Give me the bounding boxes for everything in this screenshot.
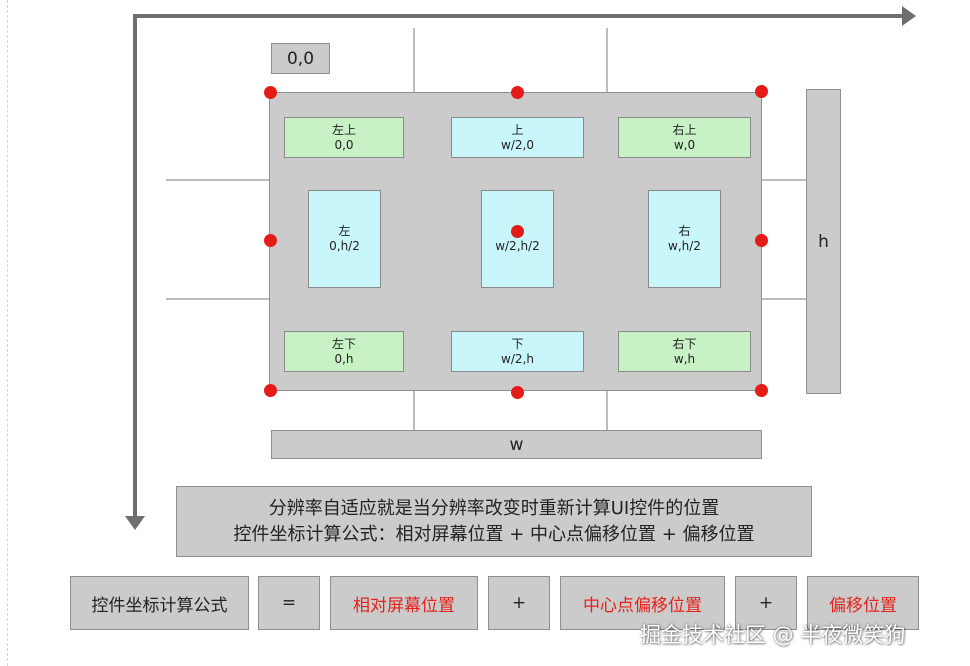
watermark-text: 掘金技术社区 @ 半夜微笑狗 [640, 623, 906, 647]
width-bar: w [271, 430, 762, 459]
anchor-right: 右 w,h/2 [648, 190, 721, 288]
anchor-top: 上 w/2,0 [451, 117, 584, 158]
formula-term-screen-position: 相对屏幕位置 [353, 595, 455, 616]
anchor-bottom-name: 下 [511, 336, 524, 351]
y-axis-arrowhead [125, 516, 145, 530]
anchor-dot-left [264, 234, 277, 247]
description-line-2: 控件坐标计算公式：相对屏幕位置 + 中心点偏移位置 + 偏移位置 [233, 523, 755, 545]
origin-label-text: 0,0 [286, 48, 315, 69]
formula-term-center-offset-box: 中心点偏移位置 [560, 576, 725, 630]
description-box: 分辨率自适应就是当分辨率改变时重新计算UI控件的位置 控件坐标计算公式：相对屏幕… [176, 486, 812, 557]
anchor-bottom: 下 w/2,h [451, 331, 584, 372]
formula-term-offset-box: 偏移位置 [807, 576, 919, 630]
x-axis-arrowhead [902, 6, 916, 26]
anchor-top-left-coord: 0,0 [334, 137, 354, 152]
anchor-center: w/2,h/2 [481, 190, 554, 288]
anchor-dot-top-left [264, 86, 277, 99]
formula-label-box: 控件坐标计算公式 [70, 576, 249, 630]
anchor-dot-bottom [511, 386, 524, 399]
anchor-bottom-right-coord: w,h [673, 351, 696, 366]
anchor-bottom-left-coord: 0,h [334, 351, 354, 366]
watermark: 掘金技术社区 @ 半夜微笑狗 [640, 619, 905, 649]
height-bar: h [806, 89, 841, 394]
formula-term-screen-position-box: 相对屏幕位置 [330, 576, 478, 630]
anchor-dot-bottom-right [755, 384, 768, 397]
anchor-bottom-coord: w/2,h [501, 351, 534, 366]
anchor-dot-top-right [755, 85, 768, 98]
anchor-top-left-name: 左上 [331, 122, 356, 137]
anchor-bottom-right-name: 右下 [672, 336, 697, 351]
height-label: h [818, 231, 829, 252]
description-line-1: 分辨率自适应就是当分辨率改变时重新计算UI控件的位置 [268, 497, 720, 519]
anchor-right-name: 右 [678, 224, 691, 238]
anchor-dot-top [511, 86, 524, 99]
width-label: w [509, 434, 524, 455]
anchor-left-name: 左 [338, 224, 351, 238]
formula-plus-1-box: + [488, 576, 550, 630]
formula-plus-2-box: + [735, 576, 797, 630]
formula-plus-1: + [511, 593, 527, 613]
anchor-top-right-coord: w,0 [673, 137, 696, 152]
anchor-dot-center [511, 225, 524, 238]
anchor-top-name: 上 [511, 122, 524, 137]
formula-equals-box: = [258, 576, 320, 630]
formula-plus-2: + [758, 593, 774, 613]
anchor-top-right: 右上 w,0 [618, 117, 751, 158]
anchor-top-right-name: 右上 [672, 122, 697, 137]
formula-term-offset: 偏移位置 [829, 595, 897, 616]
origin-label: 0,0 [271, 43, 330, 74]
formula-equals: = [281, 593, 297, 613]
anchor-top-coord: w/2,0 [501, 137, 534, 152]
anchor-right-coord: w,h/2 [668, 239, 701, 253]
anchor-center-coord: w/2,h/2 [495, 239, 540, 253]
anchor-left: 左 0,h/2 [308, 190, 381, 288]
anchor-bottom-left-name: 左下 [331, 336, 356, 351]
anchor-bottom-right: 右下 w,h [618, 331, 751, 372]
anchor-dot-bottom-left [264, 384, 277, 397]
anchor-bottom-left: 左下 0,h [284, 331, 404, 372]
anchor-left-coord: 0,h/2 [329, 239, 360, 253]
left-edge-guide [0, 0, 8, 666]
formula-term-center-offset: 中心点偏移位置 [583, 595, 702, 616]
anchor-top-left: 左上 0,0 [284, 117, 404, 158]
formula-label: 控件坐标计算公式 [91, 595, 228, 616]
anchor-dot-right [755, 234, 768, 247]
